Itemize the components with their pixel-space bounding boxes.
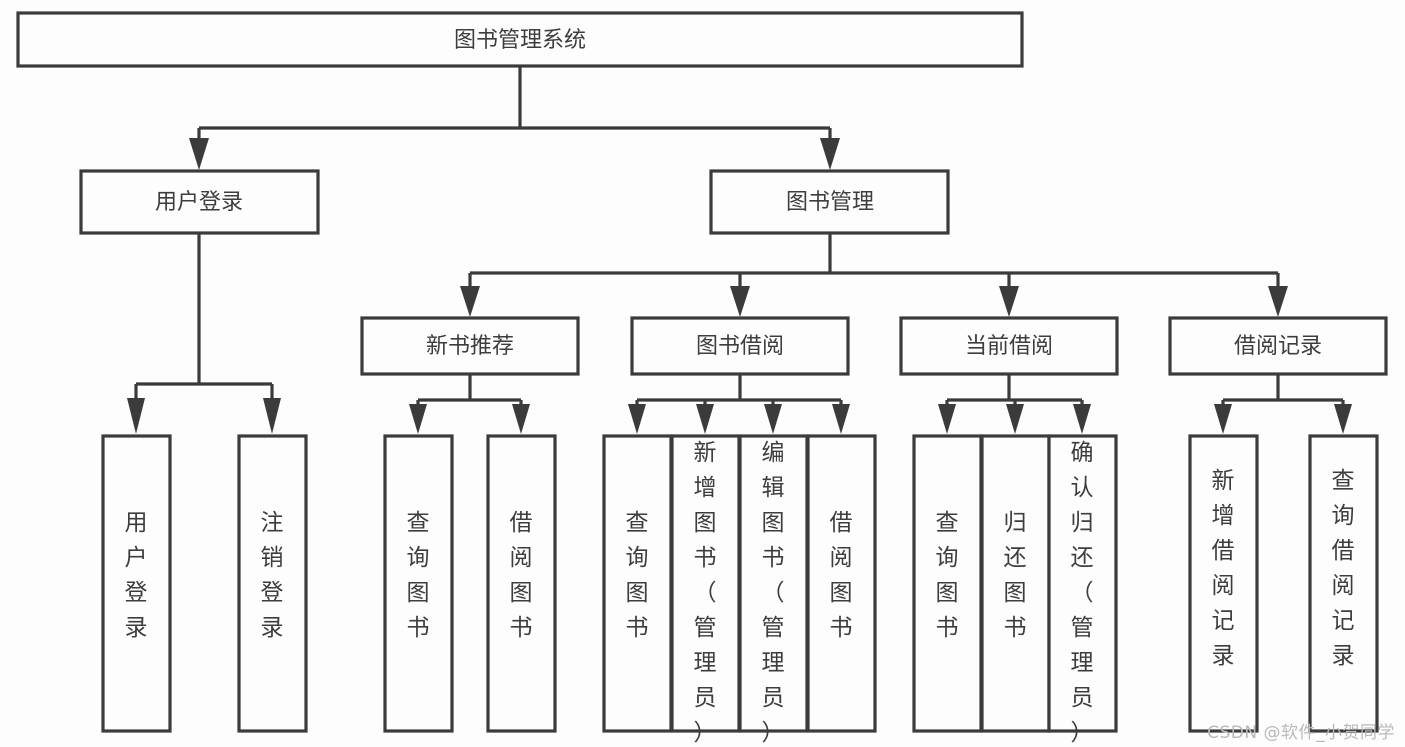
leaf-user-login-login-label: 用户登录 (125, 510, 148, 641)
node-user-login-box[interactable] (79, 169, 320, 235)
leaf-book-borrow-edit[interactable]: 编辑图书（管理员） (738, 434, 809, 746)
connector-group-book-borrow (628, 374, 850, 434)
leaf-current-borrow-return-label: 归还图书 (1004, 510, 1027, 641)
node-book-management-label: 图书管理 (786, 190, 874, 215)
arrow-icon-newbook-leaf-1 (409, 404, 427, 434)
node-new-book-recommend-label: 新书推荐 (426, 334, 514, 359)
arrow-icon-bookborrow-leaf-4 (832, 404, 850, 434)
leaf-book-borrow-add-box[interactable] (670, 434, 741, 733)
leaf-current-borrow-confirm[interactable]: 确认归还（管理员） (1047, 434, 1118, 746)
node-current-borrow-box[interactable] (899, 316, 1119, 376)
leaf-current-borrow-confirm-box[interactable] (1047, 434, 1118, 733)
arrow-icon-bookborrow-leaf-1 (628, 404, 646, 434)
leaf-borrow-record-query-label: 查询借阅记录 (1332, 468, 1355, 669)
node-root-label: 图书管理系统 (454, 28, 586, 53)
arrow-icon-userlogin-leaf-1 (127, 398, 145, 434)
node-book-management[interactable]: 图书管理 (709, 169, 950, 235)
leaf-book-borrow-query[interactable]: 查询图书 (602, 434, 673, 733)
leaf-current-borrow-return[interactable]: 归还图书 (980, 434, 1051, 733)
arrow-icon-userlogin-leaf-2 (263, 398, 281, 434)
leaf-book-borrow-edit-label: 编辑图书（管理员） (762, 440, 785, 746)
arrow-icon-currentborrow-leaf-3 (1073, 404, 1091, 434)
leaf-book-borrow-query-label: 查询图书 (626, 510, 649, 641)
leaf-new-book-query[interactable]: 查询图书 (383, 434, 454, 733)
leaf-user-login-logout[interactable]: 注销登录 (237, 434, 308, 733)
connector-group-book-manage (460, 233, 1288, 317)
arrow-icon-root-to-user-login (189, 138, 209, 170)
connector-group-root (189, 66, 840, 170)
leaf-book-borrow-borrow[interactable]: 借阅图书 (806, 434, 877, 733)
leaf-new-book-borrow[interactable]: 借阅图书 (486, 434, 557, 733)
leaf-borrow-record-add-label: 新增借阅记录 (1212, 468, 1235, 669)
node-user-login[interactable]: 用户登录 (79, 169, 320, 235)
leaf-new-book-query-label: 查询图书 (407, 510, 430, 641)
leaf-book-borrow-borrow-box[interactable] (806, 434, 877, 733)
node-borrow-record-box[interactable] (1168, 316, 1388, 376)
node-user-login-label: 用户登录 (155, 190, 243, 215)
arrow-icon-bookmanage-to-book-borrow (730, 286, 750, 317)
leaf-borrow-record-add-box[interactable] (1188, 434, 1259, 733)
leaf-book-borrow-add-label: 新增图书（管理员） (694, 440, 717, 746)
leaf-user-login-logout-label: 注销登录 (261, 510, 284, 641)
leaf-user-login-login-box[interactable] (101, 434, 172, 733)
node-book-management-box[interactable] (709, 169, 950, 235)
leaf-book-borrow-borrow-label: 借阅图书 (830, 510, 853, 641)
arrow-icon-bookborrow-leaf-2 (696, 404, 714, 434)
leaf-borrow-record-query[interactable]: 查询借阅记录 (1308, 434, 1379, 733)
leaf-user-login-logout-box[interactable] (237, 434, 308, 733)
node-book-borrow[interactable]: 图书借阅 (630, 316, 850, 376)
node-root-book-management-system[interactable]: 图书管理系统 (16, 11, 1024, 68)
leaf-new-book-borrow-label: 借阅图书 (510, 510, 533, 641)
leaf-current-borrow-query[interactable]: 查询图书 (912, 434, 983, 733)
node-borrow-record[interactable]: 借阅记录 (1168, 316, 1388, 376)
arrow-icon-bookborrow-leaf-3 (764, 404, 782, 434)
leaf-book-borrow-edit-box[interactable] (738, 434, 809, 733)
leaf-borrow-record-add[interactable]: 新增借阅记录 (1188, 434, 1259, 733)
node-current-borrow[interactable]: 当前借阅 (899, 316, 1119, 376)
arrow-icon-bookmanage-to-new-book (460, 286, 480, 317)
leaf-current-borrow-query-box[interactable] (912, 434, 983, 733)
arrow-icon-root-to-book-manage (820, 138, 840, 170)
leaf-new-book-borrow-box[interactable] (486, 434, 557, 733)
arrow-icon-borrowrecord-leaf-1 (1214, 404, 1232, 434)
arrow-icon-currentborrow-leaf-2 (1006, 404, 1024, 434)
node-current-borrow-label: 当前借阅 (965, 334, 1053, 359)
leaf-current-borrow-query-label: 查询图书 (936, 510, 959, 641)
arrow-icon-bookmanage-to-current-borrow (999, 286, 1019, 317)
connector-group-borrow-record (1214, 374, 1352, 434)
node-root-box[interactable] (16, 11, 1024, 68)
arrow-icon-borrowrecord-leaf-2 (1334, 404, 1352, 434)
node-new-book-recommend-box[interactable] (360, 316, 580, 376)
arrow-icon-currentborrow-leaf-1 (938, 404, 956, 434)
arrow-icon-newbook-leaf-2 (512, 404, 530, 434)
leaf-current-borrow-confirm-label: 确认归还（管理员） (1071, 440, 1094, 746)
node-new-book-recommend[interactable]: 新书推荐 (360, 316, 580, 376)
node-book-borrow-box[interactable] (630, 316, 850, 376)
connector-group-new-book (409, 374, 530, 434)
connector-group-user-login (127, 233, 281, 434)
node-borrow-record-label: 借阅记录 (1234, 334, 1322, 359)
leaf-borrow-record-query-box[interactable] (1308, 434, 1379, 733)
connector-group-current-borrow (938, 374, 1091, 434)
arrow-icon-bookmanage-to-borrow-record (1268, 286, 1288, 317)
leaf-new-book-query-box[interactable] (383, 434, 454, 733)
leaf-book-borrow-add[interactable]: 新增图书（管理员） (670, 434, 741, 746)
leaf-user-login-login[interactable]: 用户登录 (101, 434, 172, 733)
node-book-borrow-label: 图书借阅 (696, 334, 784, 359)
